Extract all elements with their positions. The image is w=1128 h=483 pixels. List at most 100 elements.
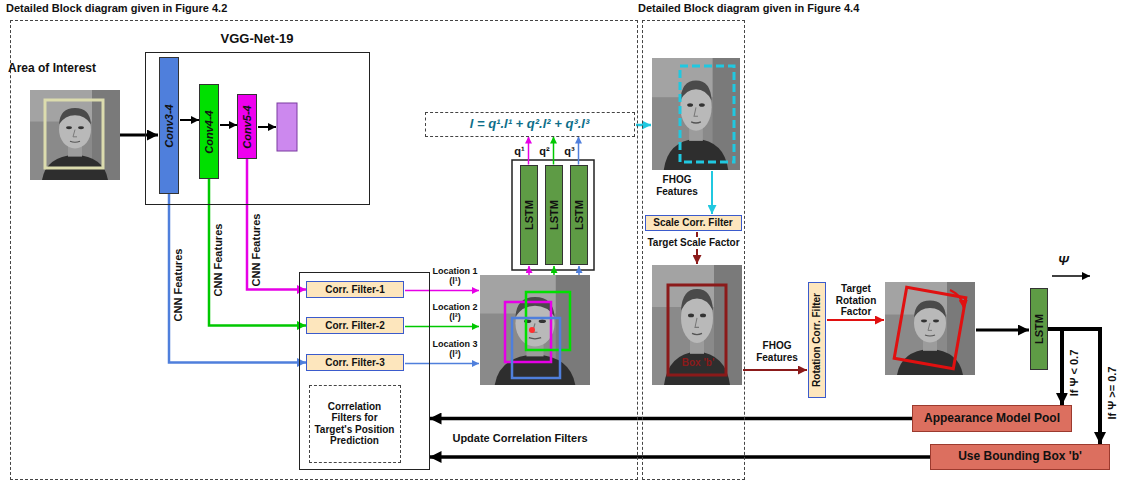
factor-label: Target Rotation Factor — [829, 283, 883, 318]
connector — [209, 179, 306, 326]
lstm-cell: LSTM — [545, 165, 563, 265]
position-arrow — [636, 124, 651, 127]
lstm-cell: LSTM — [520, 165, 538, 265]
edge-label: Update Correlation Filters — [451, 432, 588, 445]
location-arrow — [405, 326, 479, 328]
lstm-group — [512, 160, 594, 270]
region-panel: Detailed Block diagram given in Figure 4… — [642, 20, 745, 480]
node-text: Corr. Filter-1 — [325, 284, 384, 296]
fc-layer — [277, 103, 297, 151]
node-text: Appearance Model Pool — [924, 412, 1060, 426]
conv-layer: Conv5-4 — [237, 94, 257, 159]
location-arrow — [405, 363, 479, 365]
location-arrow — [405, 290, 479, 292]
node-text: Corr. Filter-3 — [325, 357, 384, 369]
node-text: Correlation Filters for Target's Positio… — [312, 401, 398, 447]
node-text: Rotation Corr. Filter — [811, 293, 823, 387]
output-symbol: Ψ — [1058, 254, 1069, 269]
connector — [169, 194, 306, 363]
node-text: LSTM — [522, 200, 535, 230]
feature-arrow — [743, 369, 807, 371]
location-label: Location 2 (l²) — [431, 302, 479, 323]
region-label: Area of Interest — [8, 62, 96, 76]
filter-box: Rotation Corr. Filter — [808, 282, 826, 398]
scaled-box — [668, 285, 726, 375]
conv-layer: Conv4-4 — [199, 84, 219, 179]
position-box — [680, 66, 734, 162]
factor-label: Target Scale Factor — [645, 237, 742, 249]
scale-photo — [652, 265, 742, 385]
layer-arrow — [258, 126, 276, 128]
feed-arrow — [528, 266, 530, 275]
node-text: LSTM — [572, 200, 585, 230]
node-text: Detailed Block diagram given in Figure 4… — [6, 2, 227, 15]
edge-label: CNN Features — [250, 213, 263, 288]
filter-box: Corr. Filter-3 — [306, 354, 404, 371]
network-box: VGG-Net-19Conv3-4Conv4-4Conv5-4 — [145, 52, 370, 205]
feed-arrow — [553, 266, 555, 275]
rotation-arrow — [827, 319, 884, 321]
face-image — [480, 275, 590, 385]
node-text: Conv3-4 — [163, 104, 176, 147]
formula-box: l = q¹.l¹ + q².l² + q³.l³ — [425, 112, 635, 137]
location-label: Location 1 (l¹) — [431, 266, 479, 287]
roi-box — [45, 100, 103, 168]
node-text: LSTM — [1033, 314, 1046, 344]
connector — [430, 417, 913, 421]
edge-label: If Ψ < 0.7 — [1068, 349, 1081, 398]
location-box — [512, 318, 560, 378]
pool-box: Appearance Model Pool — [912, 405, 1072, 432]
feature-label: FHOG Features — [650, 174, 704, 197]
layer-arrow — [180, 119, 199, 121]
face-image — [652, 265, 742, 385]
box-label: Box 'b' — [670, 357, 726, 369]
filter-box: Corr. Filter-1 — [306, 281, 404, 298]
layer-arrow — [220, 124, 237, 126]
edge-label: q³ — [563, 144, 575, 157]
node-text: Scale Corr. Filter — [653, 217, 732, 229]
connector — [553, 137, 555, 165]
face-image — [885, 282, 975, 375]
node-text: Use Bounding Box 'b' — [958, 450, 1082, 464]
connector — [430, 455, 931, 459]
dashed-inset: Correlation Filters for Target's Positio… — [309, 385, 401, 463]
edge-label: CNN Features — [172, 248, 185, 323]
feature-label: FHOG Features — [752, 340, 802, 363]
node-text: Conv4-4 — [203, 110, 216, 153]
face-image — [30, 90, 120, 180]
node-text: Detailed Block diagram given in Figure 4… — [638, 2, 859, 15]
location-label: Location 3 (l³) — [431, 339, 479, 360]
input-arrow — [120, 134, 158, 137]
rotation-mark — [950, 290, 964, 309]
edge-label: If Ψ >= 0.7 — [1106, 365, 1119, 420]
connector — [578, 137, 580, 165]
rotated-box — [894, 287, 966, 368]
rotation-photo — [885, 282, 975, 375]
lstm-cell: LSTM — [570, 165, 588, 265]
face-image — [652, 58, 740, 170]
action-box: Use Bounding Box 'b' — [930, 444, 1110, 470]
lstm-cell: LSTM — [1030, 288, 1048, 370]
node-text: VGG-Net-19 — [146, 32, 369, 47]
connector — [528, 137, 530, 165]
output-arrow — [1052, 275, 1090, 277]
location-photo — [480, 275, 590, 385]
node-text: l = q¹.l¹ + q².l² + q³.l³ — [470, 117, 590, 132]
conv-layer: Conv3-4 — [159, 57, 179, 194]
filter-box: Corr. Filter-2 — [306, 317, 404, 334]
feature-arrow — [711, 171, 713, 214]
feed-arrow — [578, 266, 580, 275]
connector — [247, 159, 306, 290]
position-photo — [652, 58, 740, 170]
edge-label: q¹ — [513, 144, 525, 157]
region-panel: Detailed Block diagram given in Figure 4… — [10, 20, 638, 480]
edge-label: q² — [538, 144, 550, 157]
node-text: Corr. Filter-2 — [325, 320, 384, 332]
filter-group: Correlation Filters for Target's Positio… — [299, 272, 430, 470]
location-box — [526, 292, 570, 350]
connector — [1048, 329, 1062, 405]
lstm-input-arrow — [976, 329, 1029, 332]
node-text: LSTM — [547, 200, 560, 230]
input-photo — [30, 90, 120, 180]
